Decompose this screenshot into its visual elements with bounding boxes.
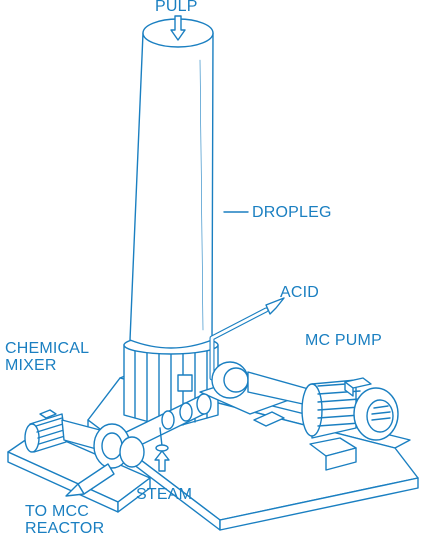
label-acid: ACID [280,284,320,301]
label-dropleg: DROPLEG [252,204,332,221]
reactor-outlet-arrow [65,483,85,497]
acid-pipe [209,297,285,381]
label-steam: STEAM [136,486,193,503]
label-pulp: PULP [155,0,198,15]
steam-arrow [154,450,170,472]
pulp-arrow [170,15,186,41]
label-to-mcc-reactor: TO MCC REACTOR [25,503,105,537]
mc-pump-assembly [177,361,399,471]
label-chemical-mixer: CHEMICAL MIXER [5,340,90,374]
label-mc-pump: MC PUMP [305,332,382,349]
dropleg-tower [123,18,219,429]
